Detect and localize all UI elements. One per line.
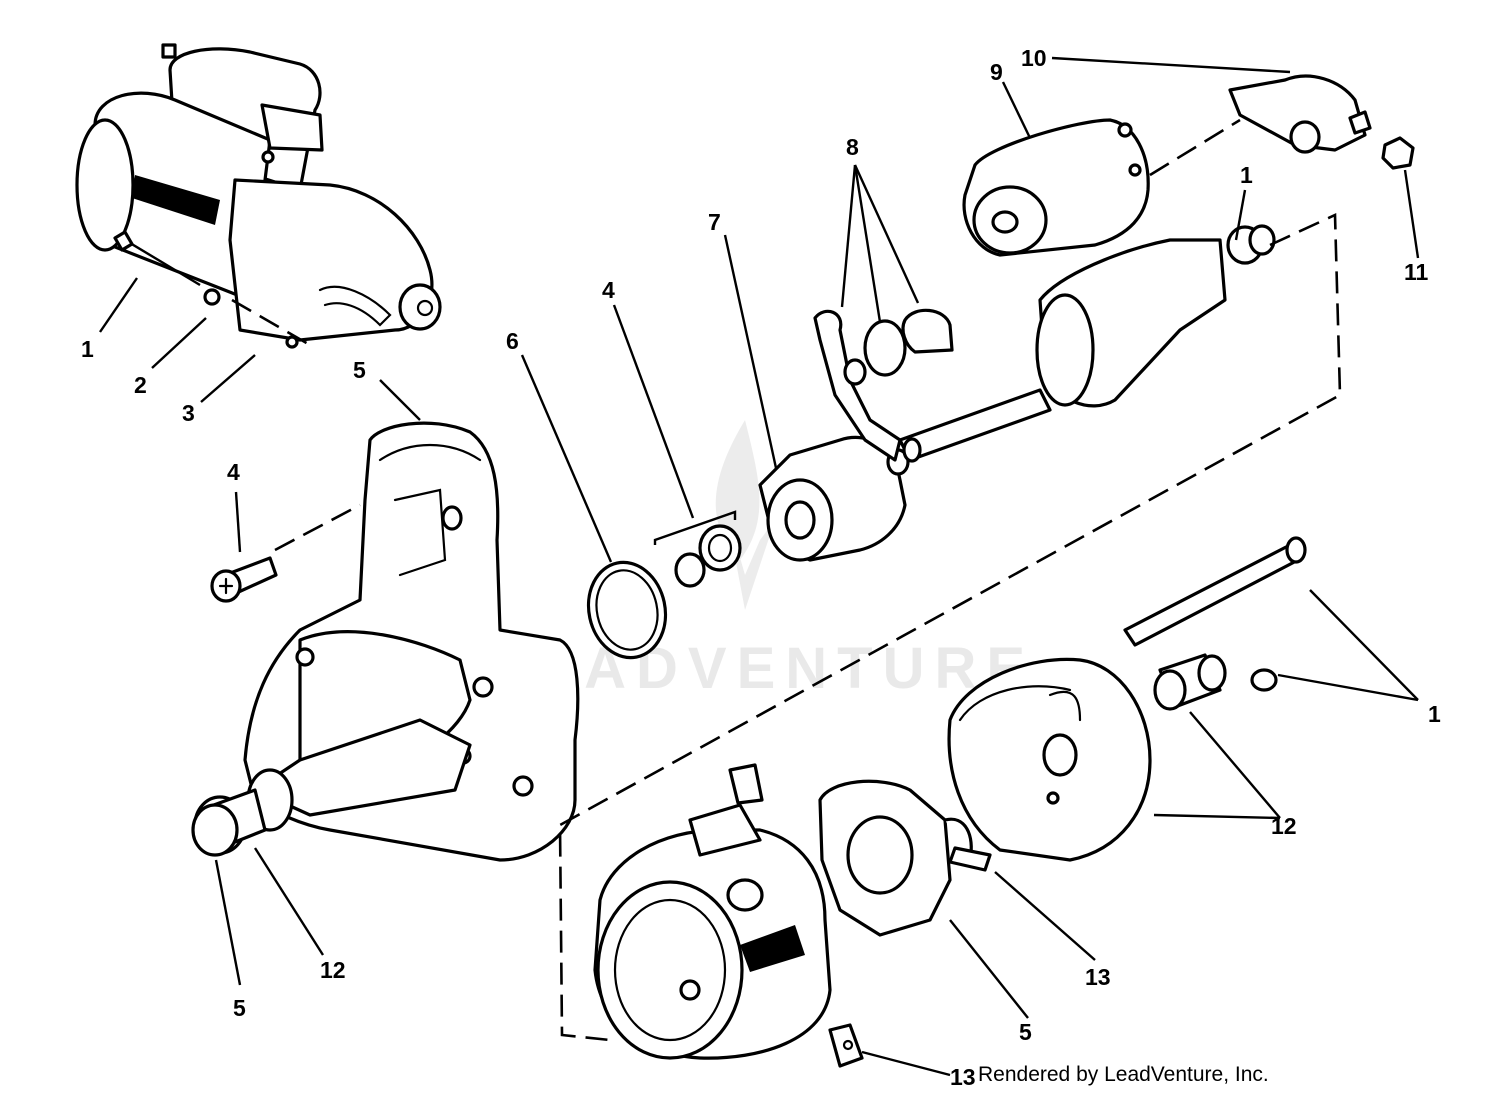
through-bolt-1 (1123, 536, 1307, 647)
callout-10: 10 (1021, 45, 1047, 71)
watermark-logo: LEADVENTURE (490, 420, 1025, 701)
callout-4: 4 (227, 459, 240, 485)
leader-lines (99, 56, 1420, 1077)
callout-6: 6 (506, 328, 519, 354)
callout-9: 9 (990, 59, 1003, 85)
callout-11: 11 (1404, 259, 1429, 285)
field-frame-yoke (593, 763, 832, 1060)
callout-labels: 1 2 3 5 4 6 4 7 8 9 10 1 11 1 12 5 12 13… (81, 45, 1441, 1090)
callout-5: 5 (353, 357, 366, 383)
callout-5: 5 (233, 995, 246, 1021)
callout-4: 4 (602, 277, 615, 303)
shift-lever-8 (813, 308, 954, 462)
callout-5: 5 (1019, 1019, 1032, 1045)
nut-11 (1381, 136, 1415, 170)
solenoid-9 (962, 118, 1150, 257)
callout-1: 1 (81, 336, 94, 362)
callout-2: 2 (134, 372, 147, 398)
brush-13 (828, 1023, 864, 1068)
callout-13: 13 (950, 1064, 976, 1090)
brush-holder (818, 779, 992, 937)
callout-8: 8 (846, 134, 859, 160)
credit-text: Rendered by LeadVenture, Inc. (978, 1063, 1269, 1086)
callout-13: 13 (1085, 964, 1111, 990)
callout-3: 3 (182, 400, 195, 426)
collar-set-4 (674, 524, 742, 588)
pinion-gear-7 (758, 435, 910, 562)
callout-7: 7 (708, 209, 721, 235)
screw-1 (1250, 668, 1278, 692)
callout-12: 12 (1271, 813, 1297, 839)
bushing-12 (1153, 653, 1227, 711)
drive-end-housing (191, 421, 580, 862)
ring-6 (586, 560, 668, 660)
callout-12: 12 (320, 957, 346, 983)
terminal-cap-10 (1228, 74, 1372, 154)
rear-end-cover (947, 657, 1152, 862)
assembly-alignment-lines (231, 118, 1342, 1042)
callout-1: 1 (1428, 701, 1441, 727)
assembled-starter-motor (75, 43, 442, 349)
callout-1: 1 (1240, 162, 1253, 188)
armature (898, 224, 1276, 463)
through-bolt-4 (210, 556, 278, 603)
